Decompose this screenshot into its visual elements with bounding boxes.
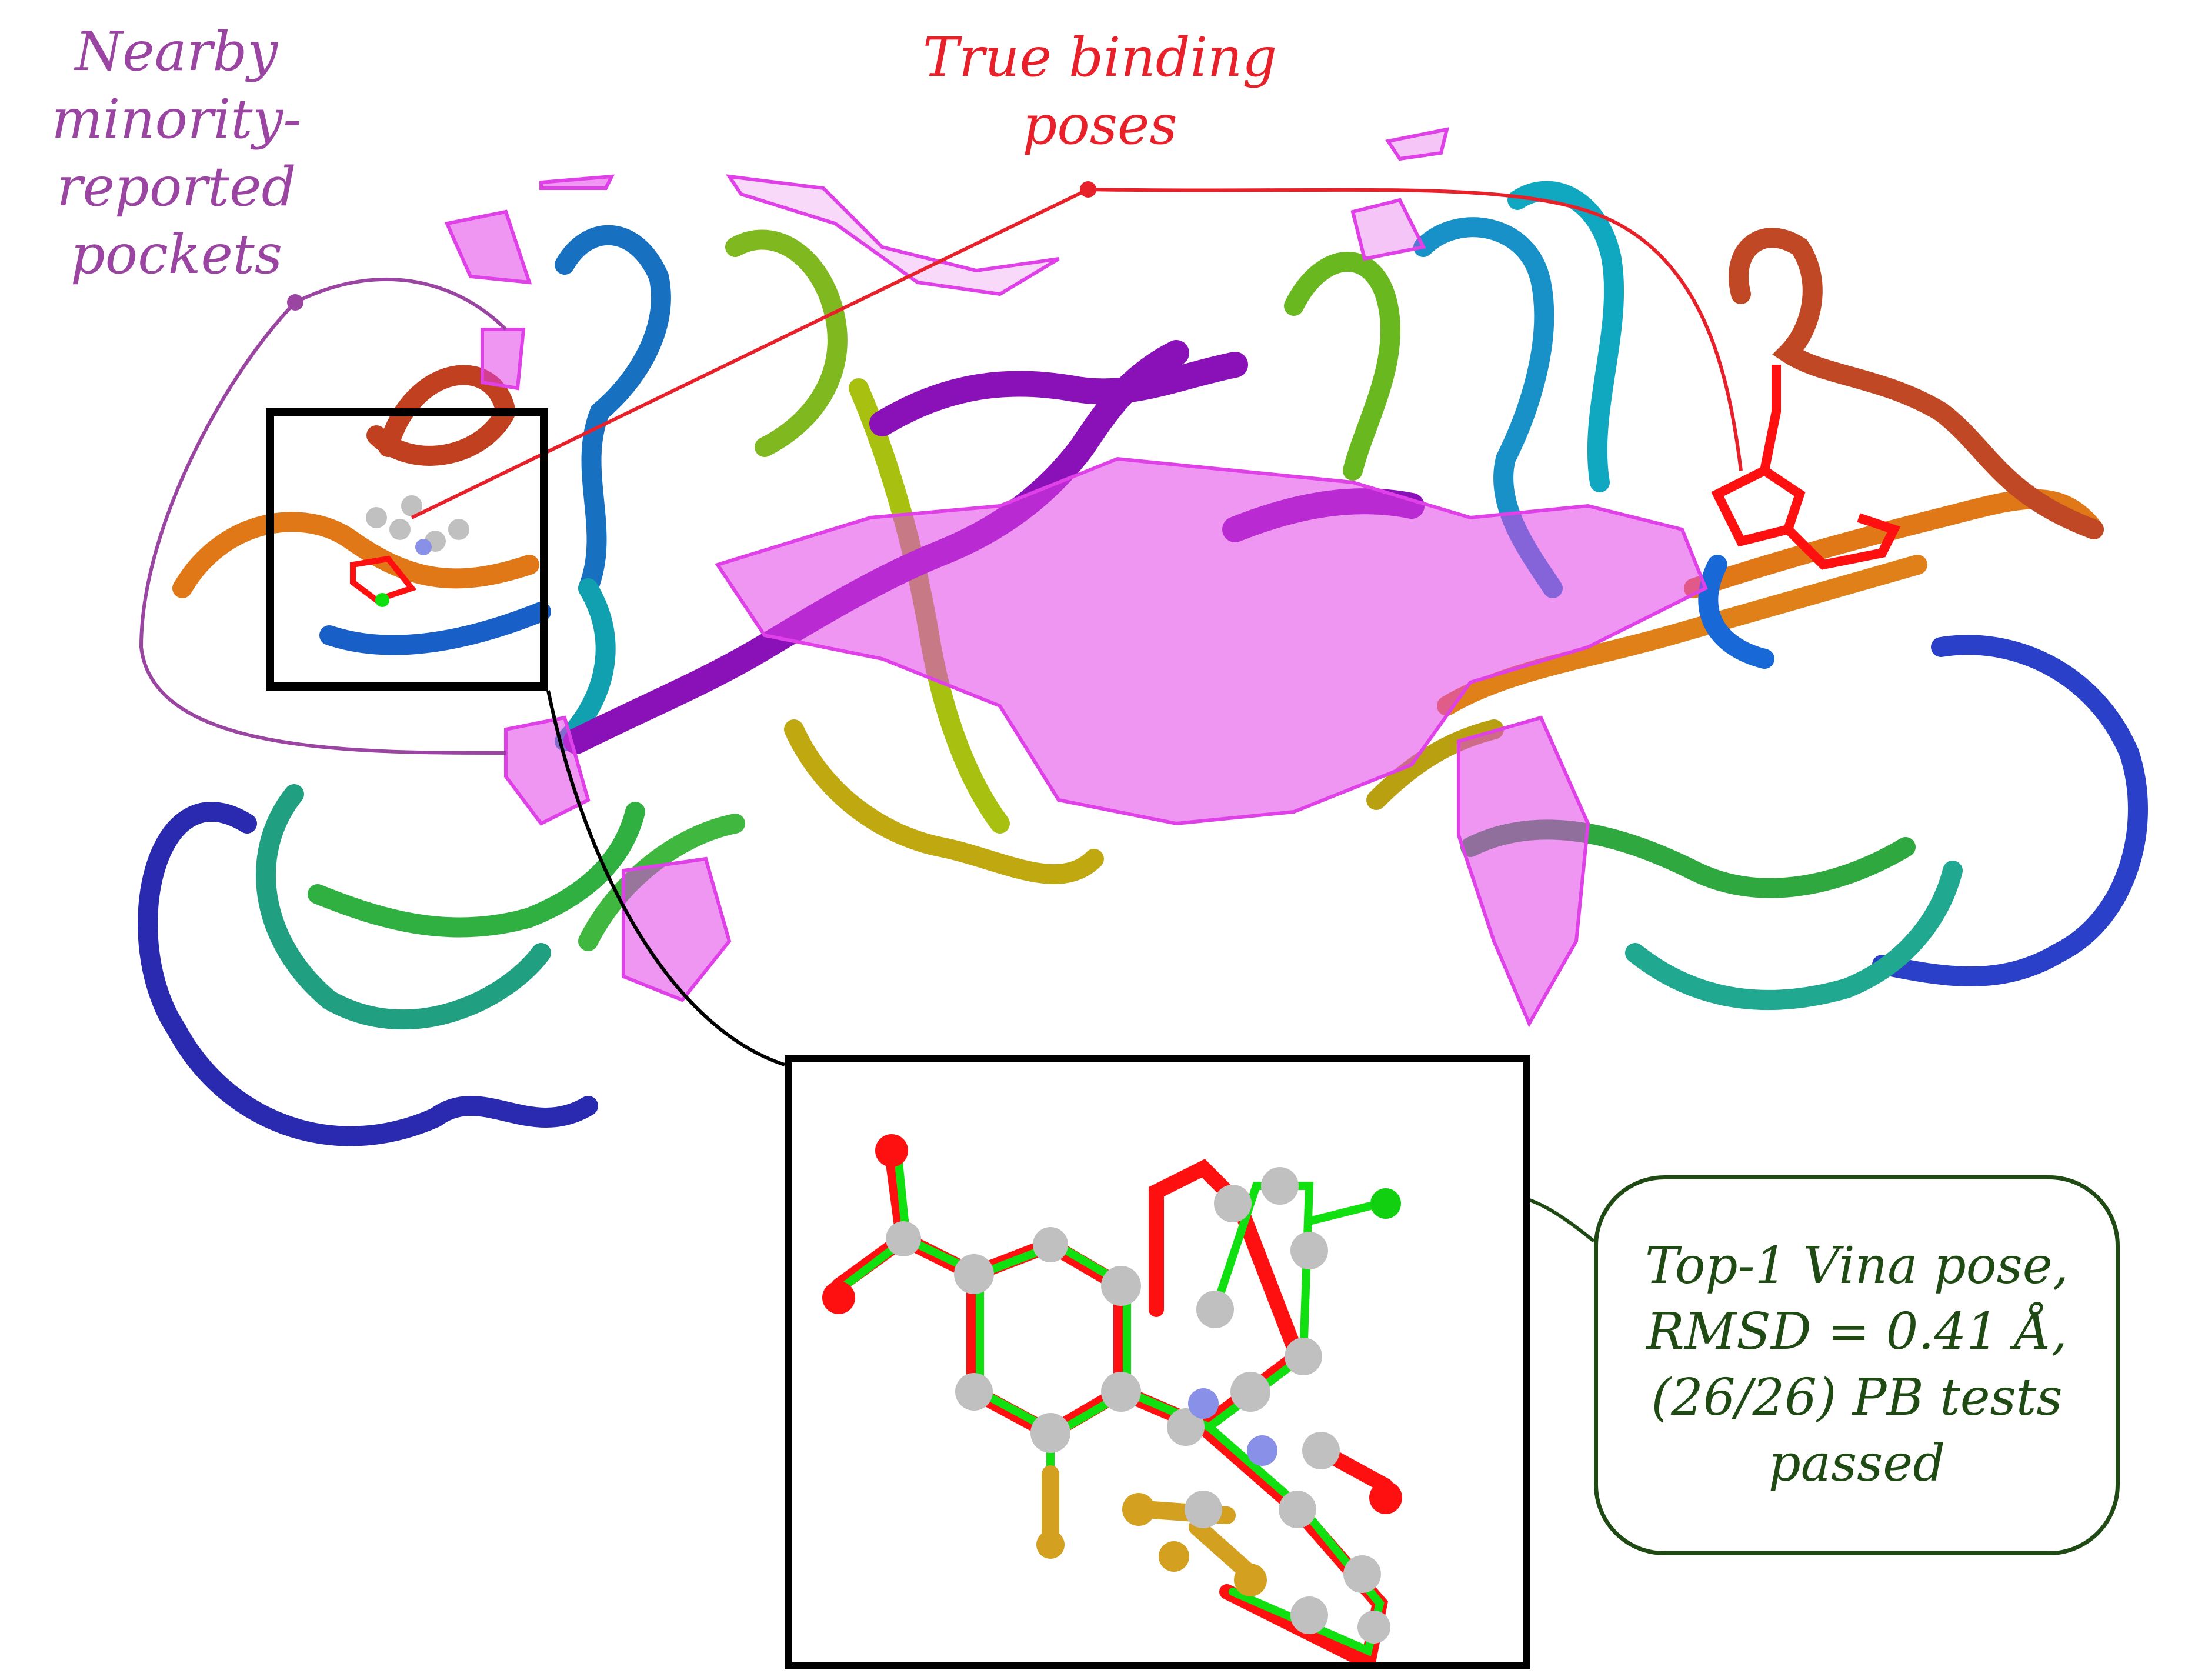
label-line: minority- [51, 88, 302, 151]
callout-line: passed [1768, 1434, 1946, 1493]
binding-site-selection-box [266, 408, 548, 691]
callout-line: (26/26) PB tests [1651, 1368, 2063, 1427]
label-line: True binding [922, 26, 1277, 89]
pocket-mesh [444, 127, 1708, 1028]
label-line: reported [56, 155, 296, 218]
nearby-pockets-label: Nearby minority- reported pockets [12, 18, 341, 288]
ligand-overlay [822, 1134, 1402, 1662]
left-ligand-cluster [350, 495, 469, 607]
true-binding-poses-label: True binding poses [859, 24, 1341, 159]
label-line: poses [1022, 94, 1177, 156]
label-line: pockets [70, 223, 283, 286]
ligand-superposition-inset [785, 1055, 1530, 1669]
callout-line: Top-1 Vina pose, [1645, 1236, 2069, 1296]
vina-pose-callout: Top-1 Vina pose, RMSD = 0.41 Å, (26/26) … [1594, 1175, 2120, 1555]
label-line: Nearby [75, 20, 278, 83]
callout-line: RMSD = 0.41 Å, [1646, 1302, 2067, 1362]
true-ligand-right [1711, 365, 1901, 570]
